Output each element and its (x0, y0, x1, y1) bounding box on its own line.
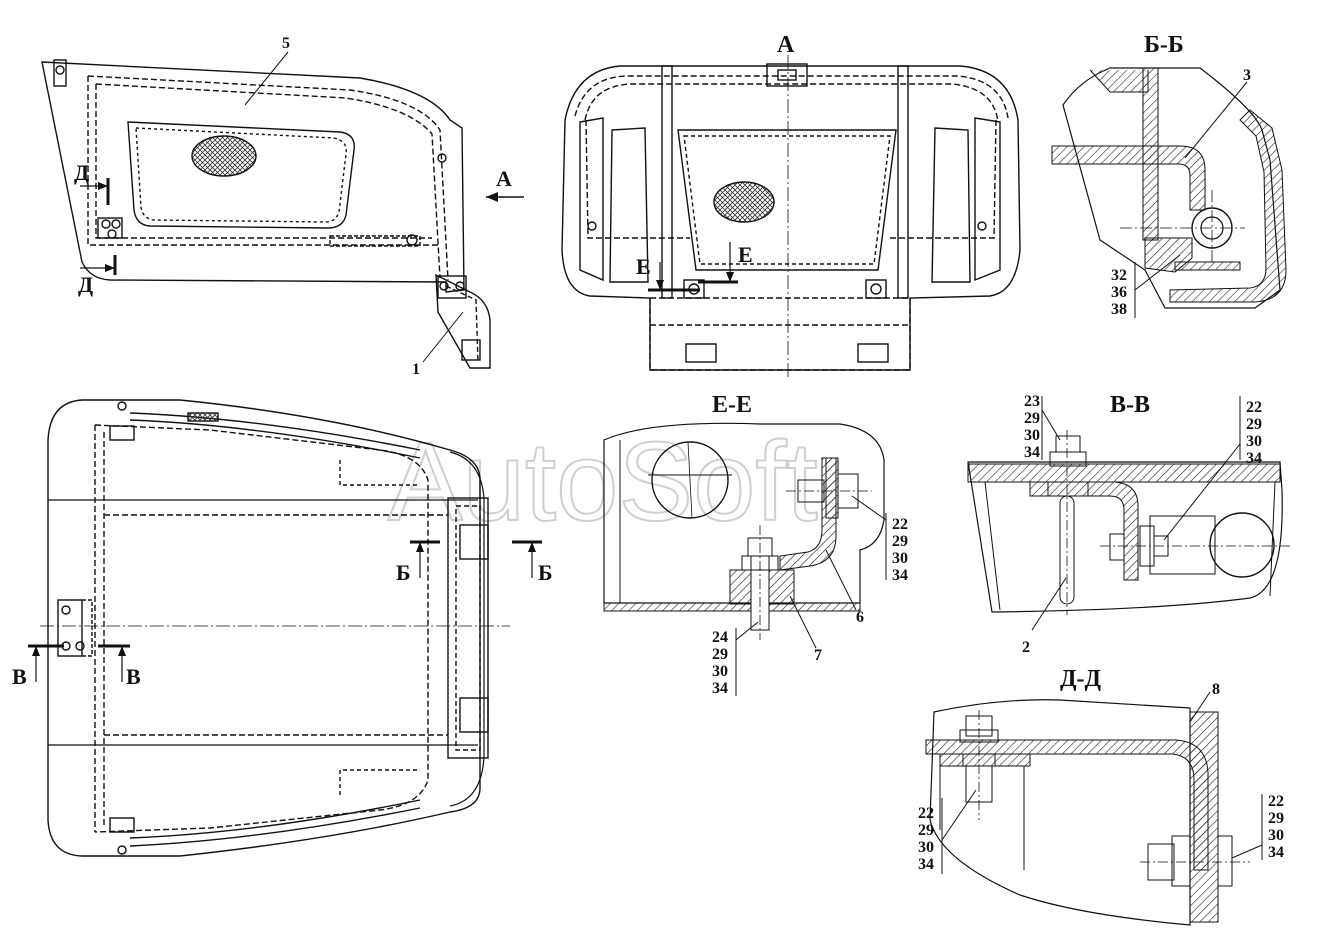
part-3-label: 3 (1243, 67, 1251, 84)
section-ee-bottom-2: 30 (712, 663, 728, 680)
cut-b-right-label: Б (538, 560, 553, 585)
section-bb-stack-2: 38 (1111, 301, 1127, 318)
section-vv-left-1: 29 (1024, 410, 1040, 427)
section-ee-right-2: 30 (892, 550, 908, 567)
section-ee: E-E 22 29 30 34 24 29 30 34 6 7 (603, 392, 908, 697)
section-dd-left-2: 30 (918, 839, 934, 856)
cut-d-top-label: Д (74, 160, 89, 185)
part-7-label: 7 (814, 647, 822, 664)
section-dd-right-3: 34 (1268, 844, 1284, 861)
section-dd: Д-Д 8 22 29 30 34 22 29 30 34 (918, 666, 1284, 926)
section-dd-left-0: 22 (918, 805, 934, 822)
section-vv-left-0: 23 (1024, 393, 1040, 410)
front-view-labels: A E E (636, 32, 795, 292)
section-dd-left-1: 29 (918, 822, 934, 839)
section-ee-bottom-3: 34 (712, 680, 728, 697)
section-dd-title: Д-Д (1060, 666, 1102, 692)
cut-e-right-label: E (738, 242, 753, 267)
section-ee-right-0: 22 (892, 516, 908, 533)
section-dd-right-2: 30 (1268, 827, 1284, 844)
section-vv-right-1: 29 (1246, 416, 1262, 433)
section-bb-stack-1: 36 (1111, 284, 1127, 301)
section-dd-right-1: 29 (1268, 810, 1284, 827)
top-view-labels: Б Б B B (12, 540, 553, 689)
section-ee-right-1: 29 (892, 533, 908, 550)
section-vv: B-B 23 29 30 34 22 29 30 34 2 (967, 392, 1290, 656)
view-a-title: A (777, 32, 795, 58)
part-8-label: 8 (1212, 681, 1220, 698)
section-dd-left-3: 34 (918, 856, 934, 873)
section-bb-title: Б-Б (1144, 32, 1184, 58)
section-vv-title: B-B (1110, 392, 1150, 418)
part-6-label: 6 (856, 609, 864, 626)
front-view (561, 55, 1021, 378)
section-vv-right-2: 30 (1246, 433, 1262, 450)
watermark: AutoSoft (388, 419, 818, 544)
section-ee-bottom-1: 29 (712, 646, 728, 663)
section-bb-stack-0: 32 (1111, 267, 1127, 284)
part-2-label: 2 (1022, 639, 1030, 656)
cut-e-left-label: E (636, 254, 651, 279)
section-vv-right-3: 34 (1246, 450, 1262, 467)
section-vv-right-0: 22 (1246, 399, 1262, 416)
section-vv-left-2: 30 (1024, 427, 1040, 444)
cut-v-right-label: B (126, 664, 141, 689)
cut-d-bottom-label: Д (78, 272, 93, 297)
view-a-arrow-label: A (496, 166, 512, 191)
section-ee-title: E-E (712, 392, 752, 418)
section-ee-right-3: 34 (892, 567, 908, 584)
side-view (41, 59, 491, 369)
part-5-label: 5 (282, 35, 290, 52)
section-vv-left-3: 34 (1024, 444, 1040, 461)
side-view-labels: 5 1 A Д Д (74, 35, 524, 378)
cut-v-left-label: B (12, 664, 27, 689)
part-1-label: 1 (412, 361, 420, 378)
cut-b-left-label: Б (396, 560, 411, 585)
section-dd-right-0: 22 (1268, 793, 1284, 810)
section-bb: Б-Б 3 32 36 38 (1051, 32, 1287, 318)
top-view (40, 399, 510, 857)
section-ee-bottom-0: 24 (712, 629, 728, 646)
